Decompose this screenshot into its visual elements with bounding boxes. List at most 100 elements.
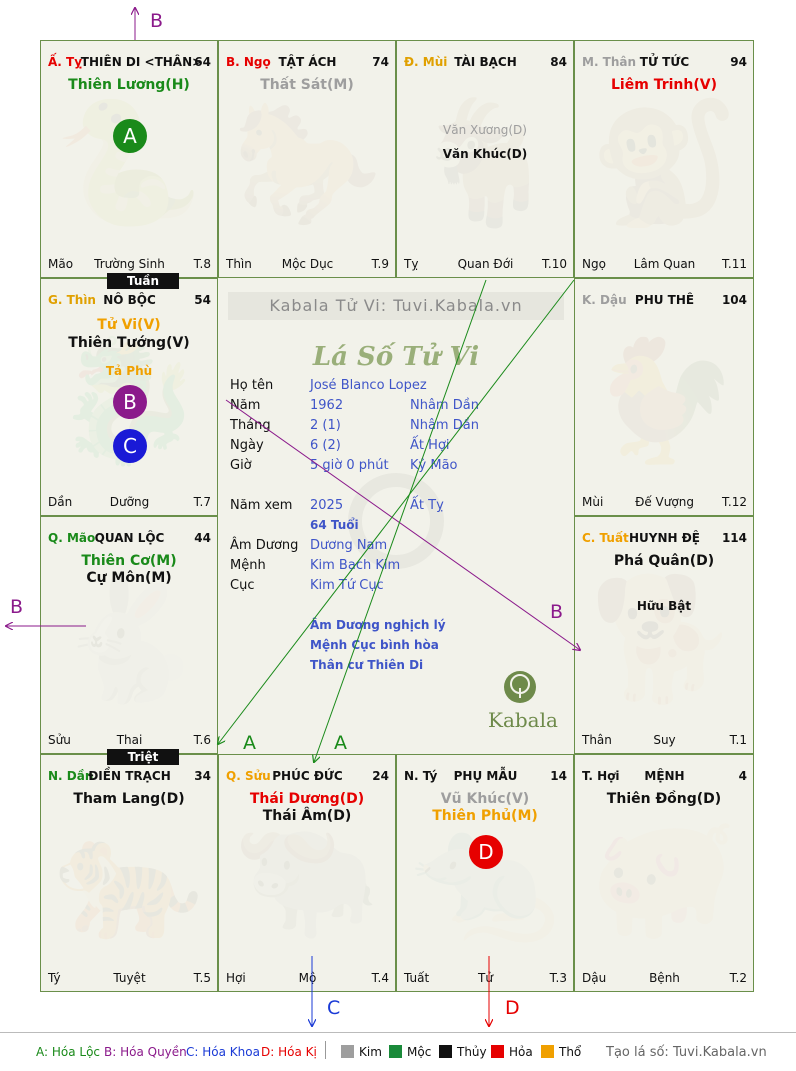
legend-hoa-quyen: B: Hóa Quyền [104, 1045, 187, 1059]
legend-hoa-loc: A: Hóa Lộc [36, 1045, 101, 1059]
palace-age: 54 [194, 293, 211, 307]
minor-star: Hữu Bật [636, 599, 692, 613]
info-label: Ngày [230, 438, 264, 453]
life-stage: Đế Vượng [635, 495, 694, 509]
info-label: Năm [230, 398, 261, 413]
palace-name: ĐIỀN TRẠCH [88, 769, 171, 783]
month-label: T.2 [729, 971, 747, 985]
earthly-branch: Dần [48, 495, 73, 509]
legend-site-link[interactable]: Tạo lá số: Tuvi.Kabala.vn [606, 1045, 767, 1060]
earthly-branch: Mùi [582, 495, 604, 509]
earthly-branch: Ngọ [582, 257, 606, 271]
month-label: T.5 [193, 971, 211, 985]
info-label: Tháng [230, 418, 271, 433]
goat-watermark-icon: 🐐 [410, 93, 560, 233]
earthly-branch: Thìn [226, 257, 252, 271]
snake-watermark-icon: 🐍 [54, 93, 204, 233]
main-star: Cự Môn(M) [86, 570, 172, 586]
palace-name: QUAN LỘC [94, 531, 165, 545]
palace-age: 114 [721, 531, 747, 545]
can-chi: C. Tuất [582, 531, 629, 545]
rooster-watermark-icon: 🐓 [589, 331, 739, 471]
info-label: Họ tên [230, 378, 274, 393]
earthly-branch: Hợi [226, 971, 246, 985]
hoa-khoa-marker: C [113, 429, 147, 463]
note-line: Mệnh Cục bình hòa [310, 638, 439, 652]
palace-age: 4 [738, 769, 747, 783]
earthly-branch: Sửu [48, 733, 71, 747]
main-star: Thái Âm(D) [262, 808, 352, 824]
arrow-label-a-2: A [334, 732, 347, 754]
info-value-canchi: Ất Tỵ [410, 498, 444, 513]
earthly-branch: Tuất [404, 971, 430, 985]
can-chi: K. Dậu [582, 293, 627, 307]
can-chi: G. Thìn [48, 293, 96, 307]
tho-swatch [541, 1045, 554, 1058]
legend-thuy: Thủy [439, 1045, 487, 1059]
minor-star: Văn Khúc(D) [442, 147, 528, 161]
arrow-label-b-diagonal: B [550, 601, 564, 623]
can-chi: Q. Mão [48, 531, 96, 545]
main-star: Thiên Lương(H) [68, 77, 190, 93]
center-panel: Kabala Tử Vi: Tuvi.Kabala.vn Lá Số Tử Vi… [218, 278, 574, 754]
life-stage: Quan Đới [457, 257, 514, 271]
palace-age: 84 [550, 55, 567, 69]
life-stage: Lâm Quan [633, 257, 696, 271]
palace-age: 24 [372, 769, 389, 783]
monkey-watermark-icon: 🐒 [589, 93, 739, 233]
info-value-canchi: Ất Hợi [410, 438, 450, 453]
palace-name: PHÚC ĐỨC [272, 769, 343, 783]
palace-name: TỬ TỨC [639, 55, 690, 69]
main-star: Thái Dương(D) [249, 791, 365, 807]
cat-watermark-icon: 🐇 [54, 569, 204, 709]
month-label: T.11 [722, 257, 747, 271]
can-chi: Đ. Mùi [404, 55, 448, 69]
main-star: Tử Vi(V) [97, 317, 161, 333]
palace-age: 94 [730, 55, 747, 69]
main-star: Thiên Cơ(M) [81, 553, 177, 569]
palace-name: PHỤ MẪU [453, 769, 518, 783]
life-stage: Tuyệt [113, 971, 146, 985]
arrow-label-d: D [505, 997, 520, 1019]
info-value: 1962 [310, 398, 344, 413]
legend-hoa-ki: D: Hóa Kị [261, 1045, 317, 1059]
main-star: Liêm Trinh(V) [611, 77, 717, 93]
main-star: Thiên Phủ(M) [432, 808, 538, 824]
palace-name: TẬT ÁCH [278, 55, 337, 69]
legend-moc-label: Mộc [407, 1045, 432, 1059]
can-chi: N. Dần [48, 769, 94, 783]
palace-name: PHU THÊ [634, 293, 695, 307]
can-chi: B. Ngọ [226, 55, 271, 69]
arrow-a-diagonal-2 [218, 279, 575, 744]
minor-star: Văn Xương(D) [443, 123, 527, 137]
tree-icon [504, 671, 536, 703]
logo-text: Kabala [488, 708, 558, 732]
info-value: 6 (2) [310, 438, 341, 453]
arrow-label-c: C [327, 997, 341, 1019]
info-value: 5 giờ 0 phút [310, 458, 389, 473]
hoa-swatch [491, 1045, 504, 1058]
month-label: T.4 [371, 971, 389, 985]
main-star: Phá Quân(D) [613, 553, 715, 569]
legend-divider [325, 1041, 326, 1059]
arrow-b-diagonal [225, 399, 580, 650]
thuy-swatch [439, 1045, 452, 1058]
earthly-branch: Tỵ [404, 257, 419, 271]
life-stage: Thai [116, 733, 143, 747]
hoa-loc-marker: A [113, 119, 147, 153]
legend-kim: Kim [341, 1045, 382, 1059]
legend-thuy-label: Thủy [457, 1045, 487, 1059]
